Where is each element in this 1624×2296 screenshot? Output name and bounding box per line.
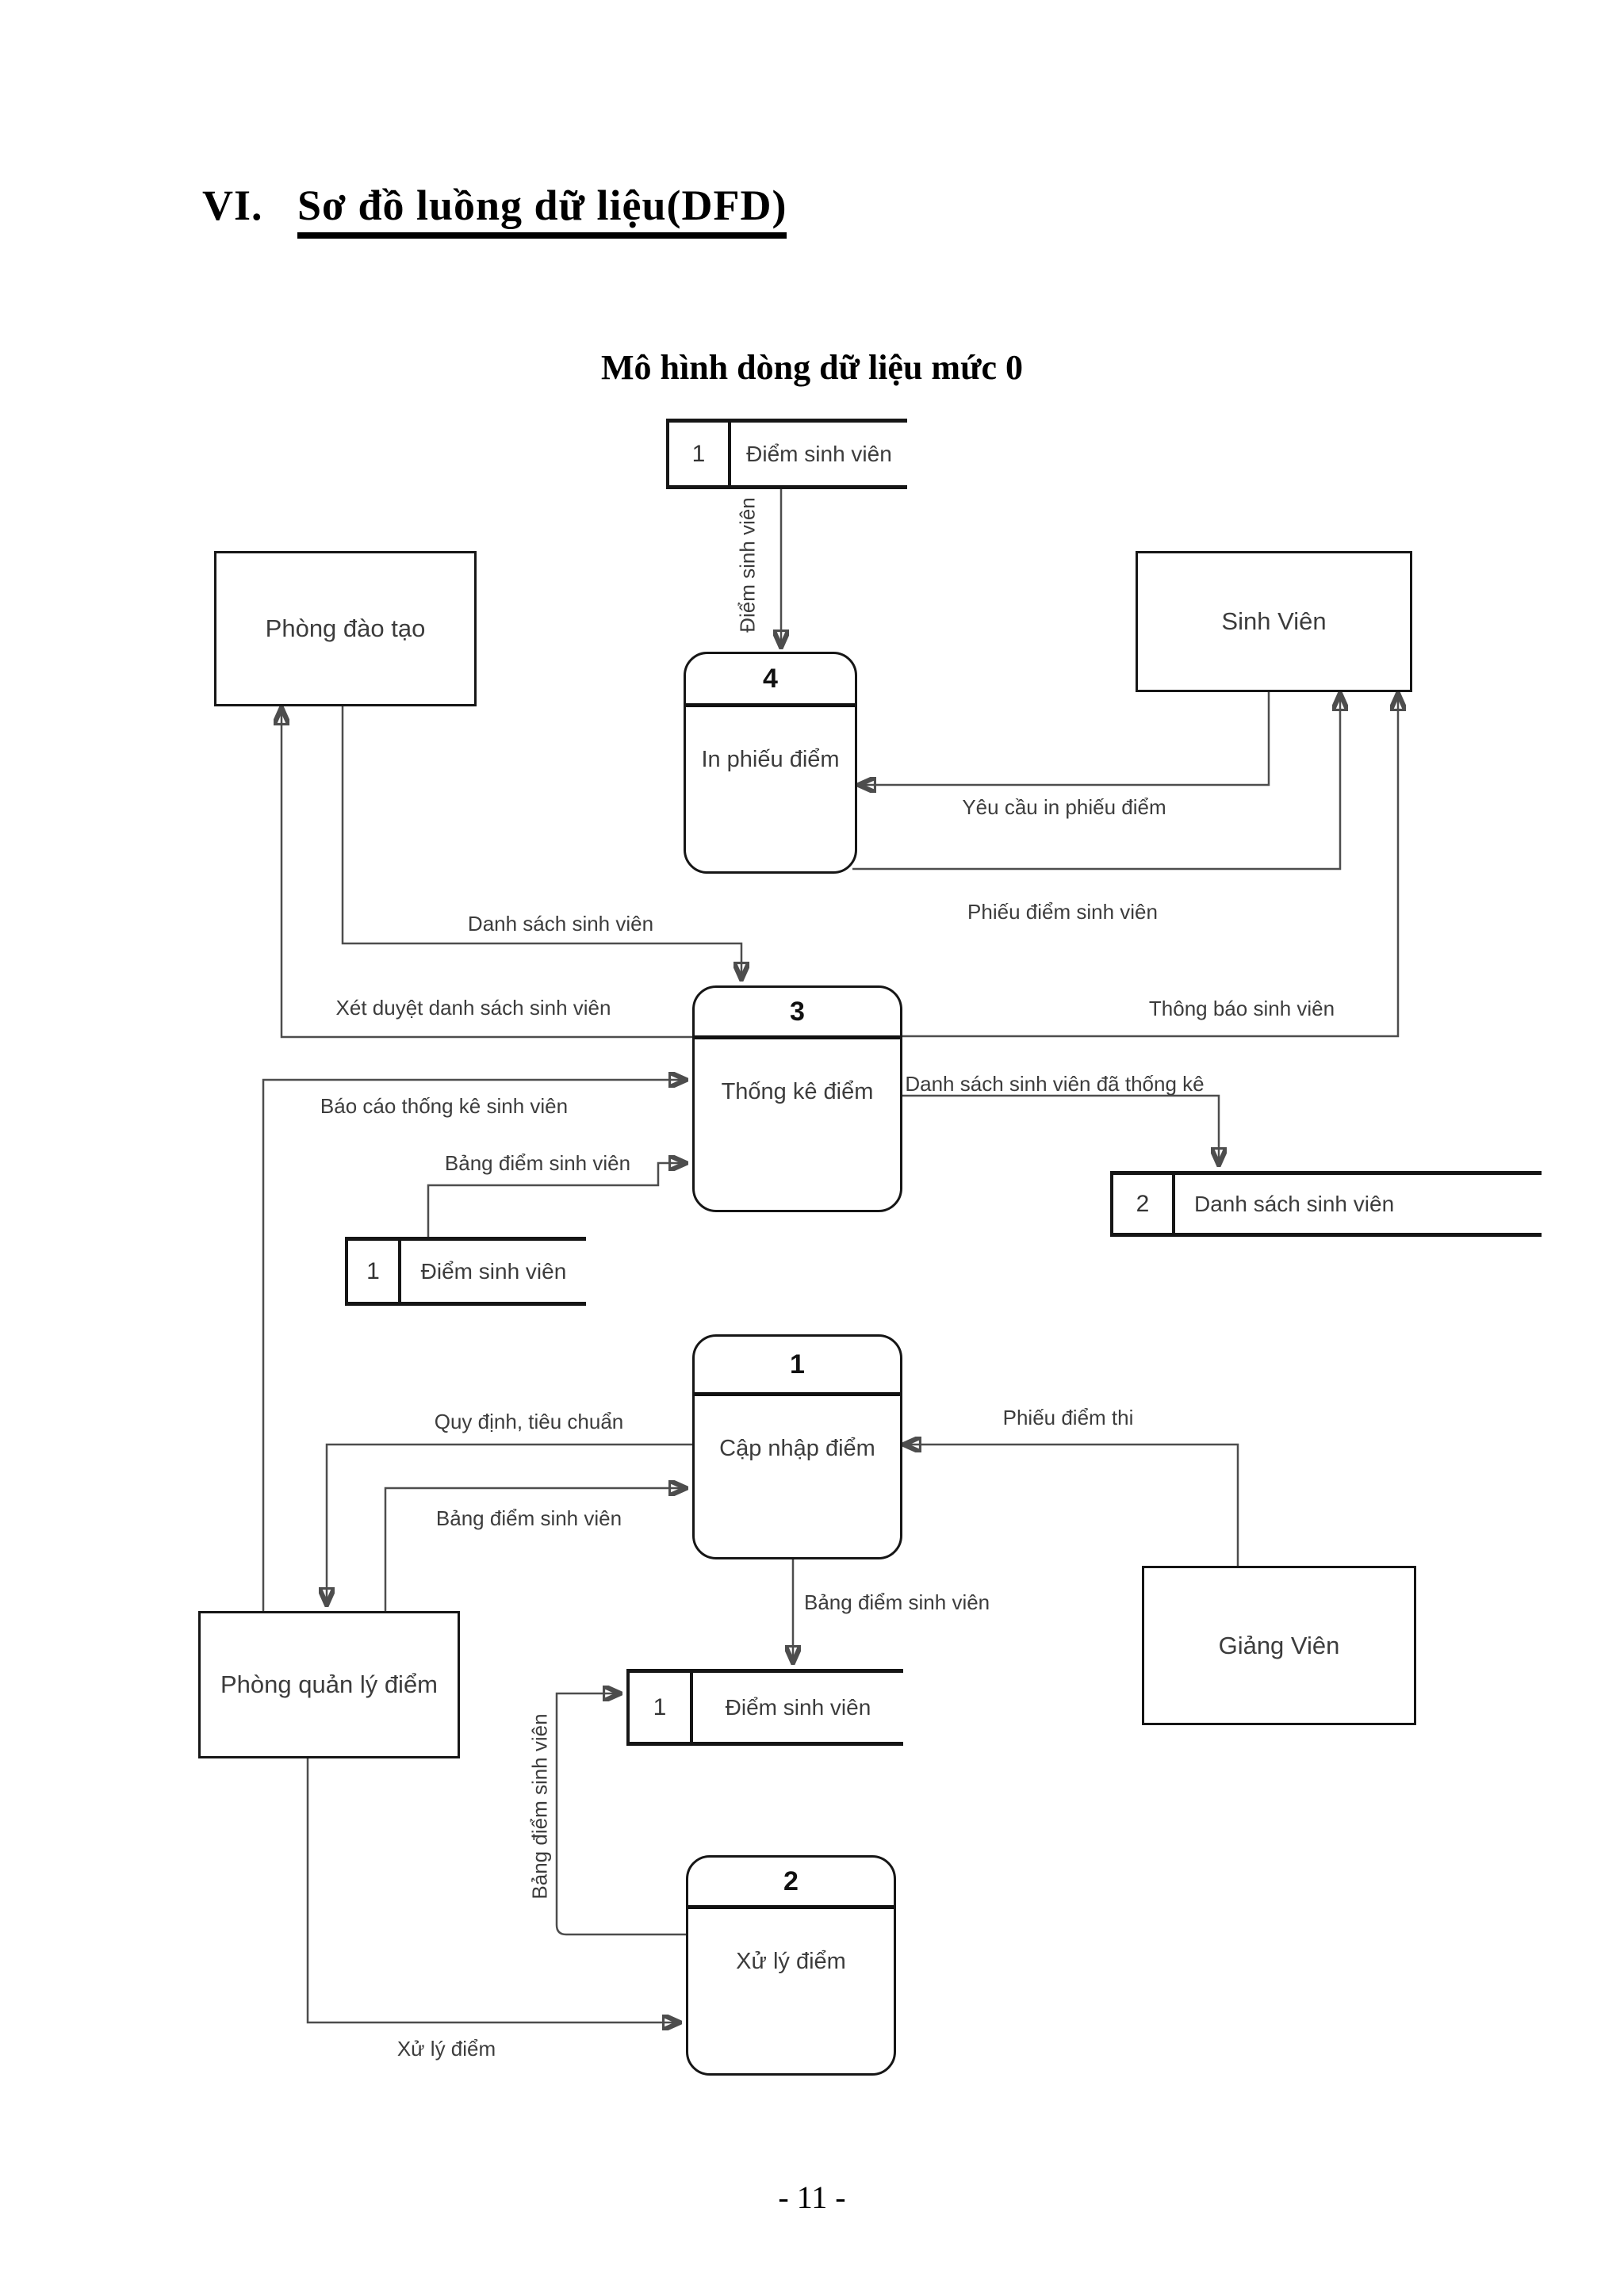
page-number: - 11 - <box>778 2179 846 2215</box>
process-4-in-phieu-diem: 4 In phiếu điểm <box>684 652 857 874</box>
flow-line-thong-bao-sinh-vien <box>898 695 1398 1038</box>
entity-sinh-vien-label: Sinh Viên <box>1221 607 1327 635</box>
store-2-danh-sach-sinh-vien: 2 Danh sách sinh viên <box>1110 1171 1542 1237</box>
flow-line-xet-duyet-danh-sach-sinh-vien <box>282 710 692 1039</box>
store-1-diem-sinh-vien-mid: 1 Điểm sinh viên <box>345 1237 586 1306</box>
flow-label-phieu-diem-sinh-vien: Phiếu điểm sinh viên <box>967 900 1158 924</box>
flow-line-danh-sach-sinh-vien-da-thong-ke <box>898 1094 1219 1163</box>
store-1-top-number: 1 <box>669 423 731 485</box>
flow-label-danh-sach-sinh-vien: Danh sách sinh viên <box>467 912 654 936</box>
flow-line-yeu-cau-in-phieu-diem <box>860 687 1270 785</box>
entity-giang-vien: Giảng Viên <box>1142 1566 1416 1725</box>
store-1-bottom-number: 1 <box>630 1673 693 1742</box>
flow-line-bang-diem-sinh-vien-to-p1 <box>384 1488 684 1611</box>
flow-label-quy-dinh-tieu-chuan: Quy định, tiêu chuẩn <box>434 1410 624 1433</box>
store-1-mid-name: Điểm sinh viên <box>420 1258 567 1284</box>
flow-label-bao-cao-thong-ke-sinh-vien: Báo cáo thống kê sinh viên <box>320 1094 569 1118</box>
process-4-number: 4 <box>686 654 855 707</box>
flow-label-thong-bao-sinh-vien: Thông báo sinh viên <box>1148 997 1335 1020</box>
store-2-number: 2 <box>1113 1175 1175 1233</box>
process-2-number: 2 <box>688 1858 894 1909</box>
process-3-name: Thống kê điểm <box>721 1079 874 1104</box>
store-1-diem-sinh-vien-top: 1 Điểm sinh viên <box>666 419 907 489</box>
section-title: VI. Sơ đồ luồng dữ liệu(DFD) <box>202 181 787 239</box>
flow-label-bang-diem-sinh-vien-to-p3: Bảng điểm sinh viên <box>444 1151 631 1175</box>
flow-label-bang-diem-sinh-vien-p1-to-store: Bảng điểm sinh viên <box>804 1590 990 1614</box>
flow-label-bang-diem-sinh-vien-p2-vertical: Bảng điểm sinh viên <box>527 1713 552 1900</box>
flow-line-bang-diem-sinh-vien-p2-to-store <box>555 1693 686 1936</box>
flow-label-xet-duyet-danh-sach-sinh-vien: Xét duyệt danh sách sinh viên <box>335 996 611 1020</box>
flow-line-bao-cao-thong-ke-sinh-vien <box>262 1080 684 1611</box>
flow-line-bang-diem-sinh-vien-to-p3 <box>427 1163 684 1237</box>
store-1-bottom-name: Điểm sinh viên <box>725 1694 871 1720</box>
flow-label-yeu-cau-in-phieu-diem: Yêu cầu in phiếu điểm <box>962 795 1166 819</box>
process-1-cap-nhap-diem: 1 Cập nhập điểm <box>692 1334 902 1559</box>
flow-line-phieu-diem-sinh-vien <box>852 695 1340 871</box>
process-1-name: Cập nhập điểm <box>719 1436 875 1461</box>
process-3-number: 3 <box>695 988 900 1039</box>
process-1-number: 1 <box>695 1337 900 1396</box>
flow-label-diem-sinh-vien-vertical: Điểm sinh viên <box>735 497 760 633</box>
flow-line-danh-sach-sinh-vien <box>341 702 741 978</box>
store-2-name: Danh sách sinh viên <box>1194 1191 1395 1216</box>
flow-label-bang-diem-sinh-vien-to-p1: Bảng điểm sinh viên <box>435 1506 622 1530</box>
flow-line-quy-dinh-tieu-chuan <box>327 1443 692 1603</box>
flow-label-danh-sach-sinh-vien-da-thong-ke: Danh sách sinh viên đã thống kê <box>905 1072 1205 1096</box>
flow-line-xu-ly-diem <box>306 1754 678 2022</box>
entity-phong-dao-tao-label: Phòng đào tạo <box>265 614 426 642</box>
entity-phong-quan-ly-diem-label: Phòng quản lý điểm <box>220 1670 439 1698</box>
store-1-diem-sinh-vien-bottom: 1 Điểm sinh viên <box>626 1669 903 1746</box>
section-title-prefix: VI. <box>202 182 263 229</box>
store-1-mid-number: 1 <box>348 1241 401 1302</box>
flow-label-xu-ly-diem: Xử lý điểm <box>396 2037 496 2061</box>
process-2-xu-ly-diem: 2 Xử lý điểm <box>686 1855 896 2076</box>
section-title-text: Sơ đồ luồng dữ liệu(DFD) <box>297 182 787 239</box>
flow-line-phieu-diem-thi <box>906 1445 1239 1566</box>
entity-phong-dao-tao: Phòng đào tạo <box>214 551 477 706</box>
store-1-top-name: Điểm sinh viên <box>746 441 892 466</box>
process-3-thong-ke-diem: 3 Thống kê điểm <box>692 985 902 1212</box>
diagram-title: Mô hình dòng dữ liệu mức 0 <box>600 348 1024 387</box>
process-2-name: Xử lý điểm <box>736 1949 846 1974</box>
process-4-name: In phiếu điểm <box>701 747 840 772</box>
entity-phong-quan-ly-diem: Phòng quản lý điểm <box>198 1611 460 1758</box>
entity-giang-vien-label: Giảng Viên <box>1218 1631 1340 1659</box>
entity-sinh-vien: Sinh Viên <box>1136 551 1412 692</box>
flow-label-phieu-diem-thi: Phiếu điểm thi <box>1002 1406 1134 1429</box>
